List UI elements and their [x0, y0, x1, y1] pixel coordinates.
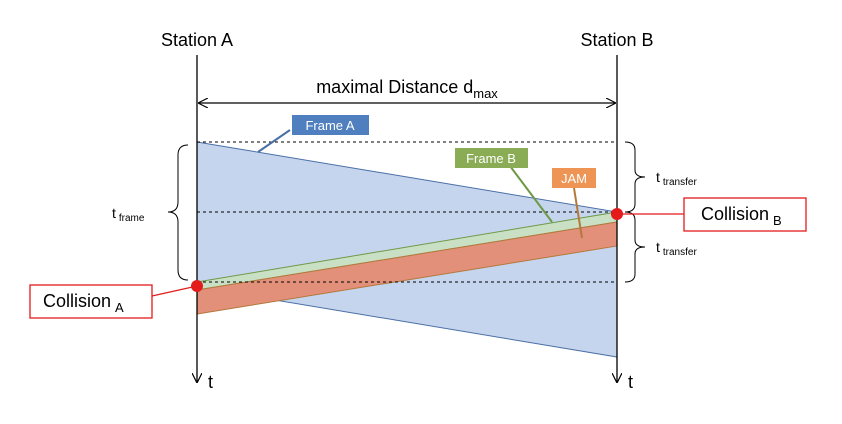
t-transfer-upper-main: t	[656, 169, 660, 185]
time-label-a: t	[208, 372, 213, 392]
collision-b-main: Collision	[701, 204, 769, 224]
frame-b-box	[455, 148, 528, 168]
collision-a-box	[29, 284, 153, 319]
t-transfer-lower-main: t	[656, 239, 660, 255]
jam-label: JAM	[561, 171, 587, 186]
collision-a-dot	[191, 280, 203, 292]
frame-b-pointer	[509, 165, 553, 223]
t-frame-main: t	[112, 205, 116, 221]
t-frame-brace	[167, 144, 189, 281]
frame-a-box	[292, 115, 369, 135]
jam-box	[552, 168, 596, 188]
collision-a-connector	[151, 285, 198, 297]
station-b-label: Station B	[580, 30, 653, 50]
t-transfer-upper-sub: transfer	[663, 177, 698, 188]
distance-label-main: maximal Distance d	[316, 77, 473, 97]
collision-b-sub: B	[773, 213, 782, 228]
frame-a-pointer	[257, 129, 291, 153]
frame-a-label: Frame A	[305, 118, 354, 133]
time-label-b: t	[628, 372, 633, 392]
jam-pointer	[573, 187, 583, 239]
collision-a-sub: A	[115, 300, 124, 315]
distance-label-sub: max	[473, 86, 498, 101]
t-transfer-brace-lower	[624, 211, 646, 283]
t-transfer-lower-sub: transfer	[663, 247, 698, 258]
collision-a-label: Collision A	[43, 291, 124, 315]
collision-a-main: Collision	[43, 291, 111, 311]
collision-b-dot	[611, 208, 623, 220]
station-a-label: Station A	[161, 30, 233, 50]
collision-b-box	[683, 197, 807, 232]
t-transfer-brace-upper	[624, 141, 646, 213]
collision-b-label: Collision B	[701, 204, 782, 228]
frame-b-label: Frame B	[466, 151, 516, 166]
distance-label: maximal Distance dmax	[316, 77, 498, 101]
t-frame-sub: frame	[119, 213, 145, 224]
